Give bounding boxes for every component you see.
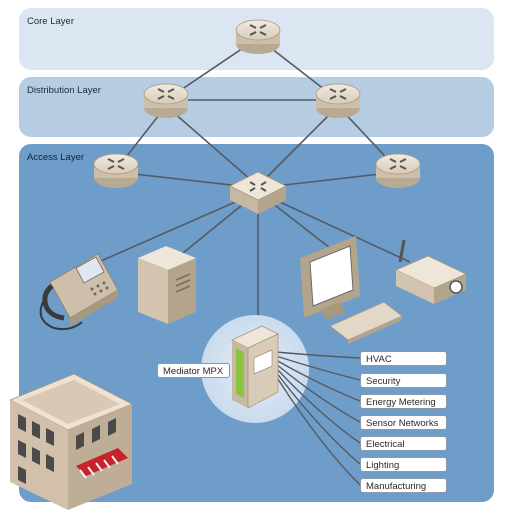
router-icon [235, 19, 281, 54]
router-icon [315, 83, 361, 118]
projector-icon [395, 239, 467, 304]
link-switch-phone [84, 191, 259, 269]
ip-phone-icon [39, 253, 119, 331]
category-tag-security: Security [360, 373, 447, 388]
link-dist-left-switch [165, 105, 259, 187]
core-layer-label: Core Layer [27, 16, 74, 27]
category-tag-hvac: HVAC [360, 351, 447, 366]
mediator-mpx-label: Mediator MPX [157, 363, 230, 378]
switch-icon [229, 171, 287, 214]
link-dist-right-switch [257, 105, 339, 187]
router-icon [375, 153, 421, 188]
category-tag-sensor-networks: Sensor Networks [360, 415, 447, 430]
link-switch-projector [257, 191, 411, 263]
category-tag-manufacturing: Manufacturing [360, 478, 447, 493]
router-icon [93, 153, 139, 188]
category-lines [275, 351, 361, 486]
mediator-device-icon [231, 325, 279, 409]
category-tag-lighting: Lighting [360, 457, 447, 472]
distribution-layer-label: Distribution Layer [27, 85, 101, 96]
category-tag-electrical: Electrical [360, 436, 447, 451]
access-layer-label: Access Layer [27, 152, 85, 163]
distribution-layer-band: Distribution Layer [19, 77, 494, 137]
router-icon [143, 83, 189, 118]
building-icon [9, 373, 133, 510]
workstation-icon [300, 236, 403, 344]
category-tag-energy-metering: Energy Metering [360, 394, 447, 409]
server-tower-icon [138, 246, 196, 324]
